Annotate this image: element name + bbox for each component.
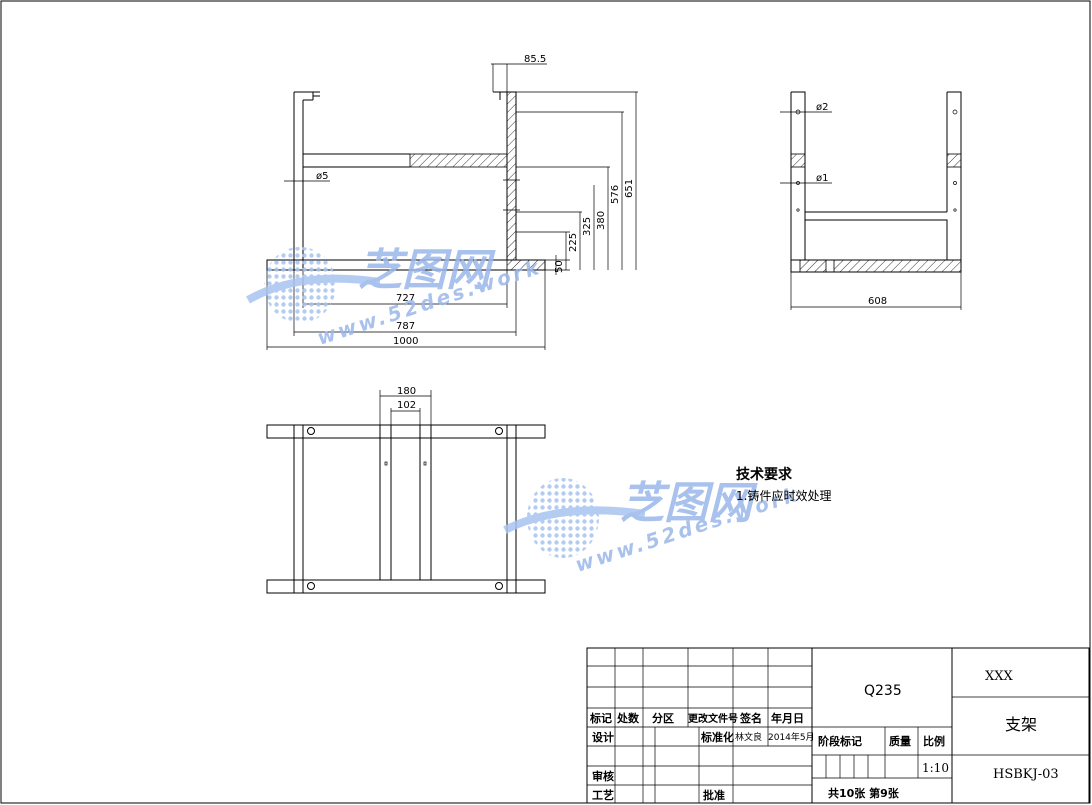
material: Q235 [864, 683, 902, 699]
dim-651: 651 [624, 179, 635, 198]
dim-727: 727 [396, 293, 415, 304]
part-name: 支架 [1005, 715, 1037, 734]
dim-1000: 1000 [393, 336, 418, 347]
dim-608: 608 [868, 296, 887, 307]
tech-req-item-1: 1.铸件应时效处理 [736, 488, 831, 503]
rev-header-doc: 更改文件号 [688, 712, 738, 725]
approve-label: 批准 [703, 788, 725, 802]
technical-requirements: 技术要求 1.铸件应时效处理 [736, 466, 831, 503]
scale-value: 1:10 [922, 761, 949, 775]
sheet-count: 共10张 第9张 [828, 786, 900, 800]
dim-hole-dia-2: ø2 [816, 102, 828, 113]
top-view: 180 102 [266, 386, 546, 594]
dim-102: 102 [397, 400, 416, 411]
weight-label: 质量 [889, 734, 911, 748]
dim-50: 50 [554, 260, 565, 273]
dim-787: 787 [396, 321, 415, 332]
tech-req-title: 技术要求 [736, 466, 793, 483]
check-label: 审核 [592, 769, 614, 783]
front-view: 85.5 ø5 727 787 1000 50 225 325 380 576 … [266, 54, 638, 350]
standard-label: 标准化 [700, 730, 734, 744]
dim-325: 325 [582, 217, 593, 236]
dim-hole-dia-5: ø5 [316, 171, 328, 182]
watermark-logo-text: 芝图网 [358, 245, 496, 296]
scale-label: 比例 [923, 734, 945, 748]
dim-380: 380 [596, 211, 607, 230]
title-block: 标记 处数 分区 更改文件号 签名 年月日 设计 标准化 林文良 2014年5月… [586, 647, 1090, 804]
stage-label: 阶段标记 [818, 734, 862, 748]
dim-hole-dia-1: ø1 [816, 173, 828, 184]
design-label: 设计 [592, 730, 614, 744]
rev-header-sign: 签名 [739, 711, 762, 725]
dim-225: 225 [568, 233, 579, 252]
process-label: 工艺 [592, 788, 614, 802]
dim-576: 576 [610, 185, 621, 204]
watermark-logo-text-2: 芝图网 [620, 478, 758, 529]
company-name: XXX [985, 669, 1014, 684]
drawing-number: HSBKJ-03 [993, 767, 1059, 782]
rev-header-mark: 标记 [589, 711, 612, 725]
rev-header-count: 处数 [616, 711, 640, 725]
dim-180: 180 [397, 386, 416, 397]
standard-name: 林文良 [735, 731, 762, 743]
rev-header-zone: 分区 [652, 711, 674, 725]
dim-85-5: 85.5 [524, 54, 546, 65]
standard-date: 2014年5月 [768, 731, 815, 743]
rev-header-date: 年月日 [771, 711, 804, 725]
side-view: ø2 ø1 608 [780, 91, 962, 310]
